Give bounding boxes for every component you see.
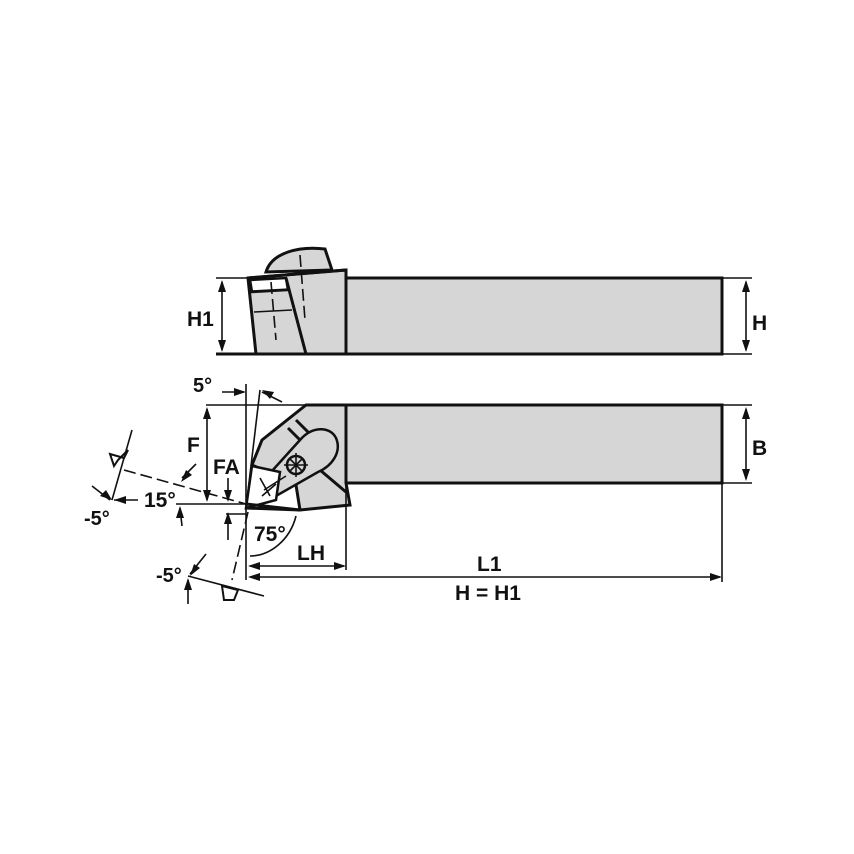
label-f: F — [187, 434, 200, 457]
label-note-h-equals-h1: H = H1 — [455, 582, 521, 605]
label-l1: L1 — [477, 553, 502, 576]
top-view: 5° F FA 15° -5° 75° — [84, 375, 767, 605]
side-shank — [344, 276, 724, 356]
label-h: H — [752, 312, 767, 335]
label-h1: H1 — [187, 308, 214, 331]
top-insert — [244, 464, 282, 510]
label-fa: FA — [213, 456, 240, 479]
left-insert-sketch — [108, 449, 129, 469]
side-view: H1 H — [187, 246, 767, 356]
label-b: B — [752, 437, 767, 460]
top-shank — [344, 403, 724, 485]
label-angle-75: 75° — [254, 523, 286, 546]
bottom-insert-sketch — [220, 584, 240, 601]
label-angle-15: 15° — [144, 489, 176, 512]
label-lh: LH — [297, 542, 325, 565]
side-clamp-dome — [263, 246, 335, 274]
label-angle-5-top: 5° — [193, 375, 212, 397]
angle-75-arc — [249, 515, 297, 557]
label-angle-neg5-bottom: -5° — [156, 565, 182, 587]
label-angle-neg5-left: -5° — [84, 508, 110, 530]
